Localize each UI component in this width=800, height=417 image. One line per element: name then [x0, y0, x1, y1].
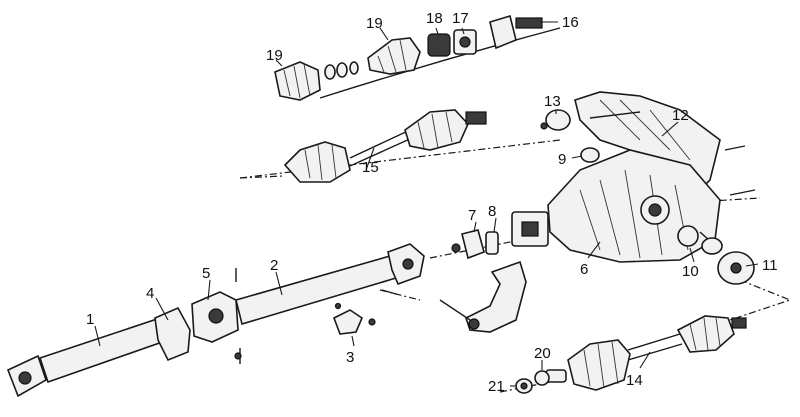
cv-boot-kit — [274, 14, 561, 101]
callout-2: 2 — [270, 257, 278, 274]
callout-labels: 1 2 3 4 5 6 7 8 9 10 11 12 13 14 15 16 1… — [86, 10, 778, 395]
callout-12: 12 — [672, 107, 689, 124]
callout-6: 6 — [580, 261, 588, 278]
callout-3: 3 — [346, 349, 354, 366]
callout-4: 4 — [146, 285, 154, 302]
support-bracket — [439, 260, 527, 333]
lower-halfshaft-14 — [545, 315, 747, 391]
callout-14: 14 — [626, 372, 643, 389]
differential-assembly — [511, 91, 756, 263]
callout-11: 11 — [762, 257, 778, 274]
upper-halfshaft-15 — [283, 109, 487, 183]
clip-3 — [332, 302, 376, 335]
callout-13: 13 — [544, 93, 561, 110]
callout-19-right: 19 — [366, 15, 383, 32]
callout-9: 9 — [558, 151, 566, 168]
propeller-shaft — [6, 243, 425, 398]
leader-lines — [94, 21, 759, 387]
callout-1: 1 — [86, 311, 94, 328]
callout-15: 15 — [362, 159, 379, 176]
callout-17: 17 — [452, 10, 469, 27]
flange-parts-7-8 — [451, 229, 499, 260]
callout-10: 10 — [682, 263, 699, 280]
callout-8: 8 — [488, 203, 496, 220]
callout-5: 5 — [202, 265, 210, 282]
callout-20: 20 — [534, 345, 551, 362]
callout-18: 18 — [426, 10, 443, 27]
callout-7: 7 — [468, 207, 476, 224]
callout-19-left: 19 — [266, 47, 283, 64]
callout-21: 21 — [488, 378, 505, 395]
nut-washer-20-21 — [515, 370, 550, 394]
output-parts-10-11 — [677, 225, 755, 285]
callout-16: 16 — [562, 14, 579, 31]
